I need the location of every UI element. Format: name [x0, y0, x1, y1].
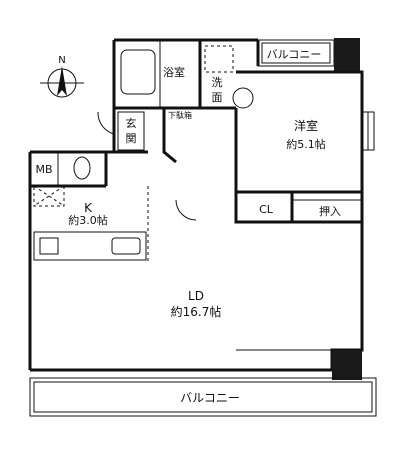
bottom-balcony [29, 377, 377, 417]
bottom-balcony-label: バルコニー [180, 391, 240, 405]
entrance-label-top: 玄 [126, 116, 137, 130]
kitchen-counter [33, 231, 147, 261]
bath-label: 浴室 [163, 65, 185, 79]
western-room-name: 洋室 [294, 118, 318, 133]
kitchen-name: K [84, 201, 93, 215]
sink-icon [111, 237, 141, 255]
closet-label: CL [259, 203, 274, 216]
top-balcony [257, 38, 360, 72]
toilet-icon [73, 156, 91, 180]
north-label: N [58, 55, 65, 66]
meter-box-label: MB [35, 163, 52, 176]
washing-machine-space [204, 45, 234, 73]
north-arrow-icon [40, 66, 84, 98]
washroom-label-bottom: 面 [212, 91, 223, 104]
shoe-closet-label: 下駄箱 [168, 110, 192, 120]
stove-icon [39, 237, 59, 255]
bathtub-icon [120, 49, 156, 95]
entrance-label-bottom: 関 [126, 132, 137, 145]
living-name: LD [188, 289, 204, 303]
kitchen-size: 約3.0帖 [68, 213, 108, 227]
western-room-size: 約5.1帖 [286, 137, 326, 151]
oshiire-label: 押入 [319, 204, 341, 218]
washbasin-icon [232, 87, 254, 109]
washroom-label-top: 洗 [212, 76, 223, 89]
living-size: 約16.7帖 [171, 304, 222, 319]
top-balcony-label: バルコニー [267, 48, 322, 61]
